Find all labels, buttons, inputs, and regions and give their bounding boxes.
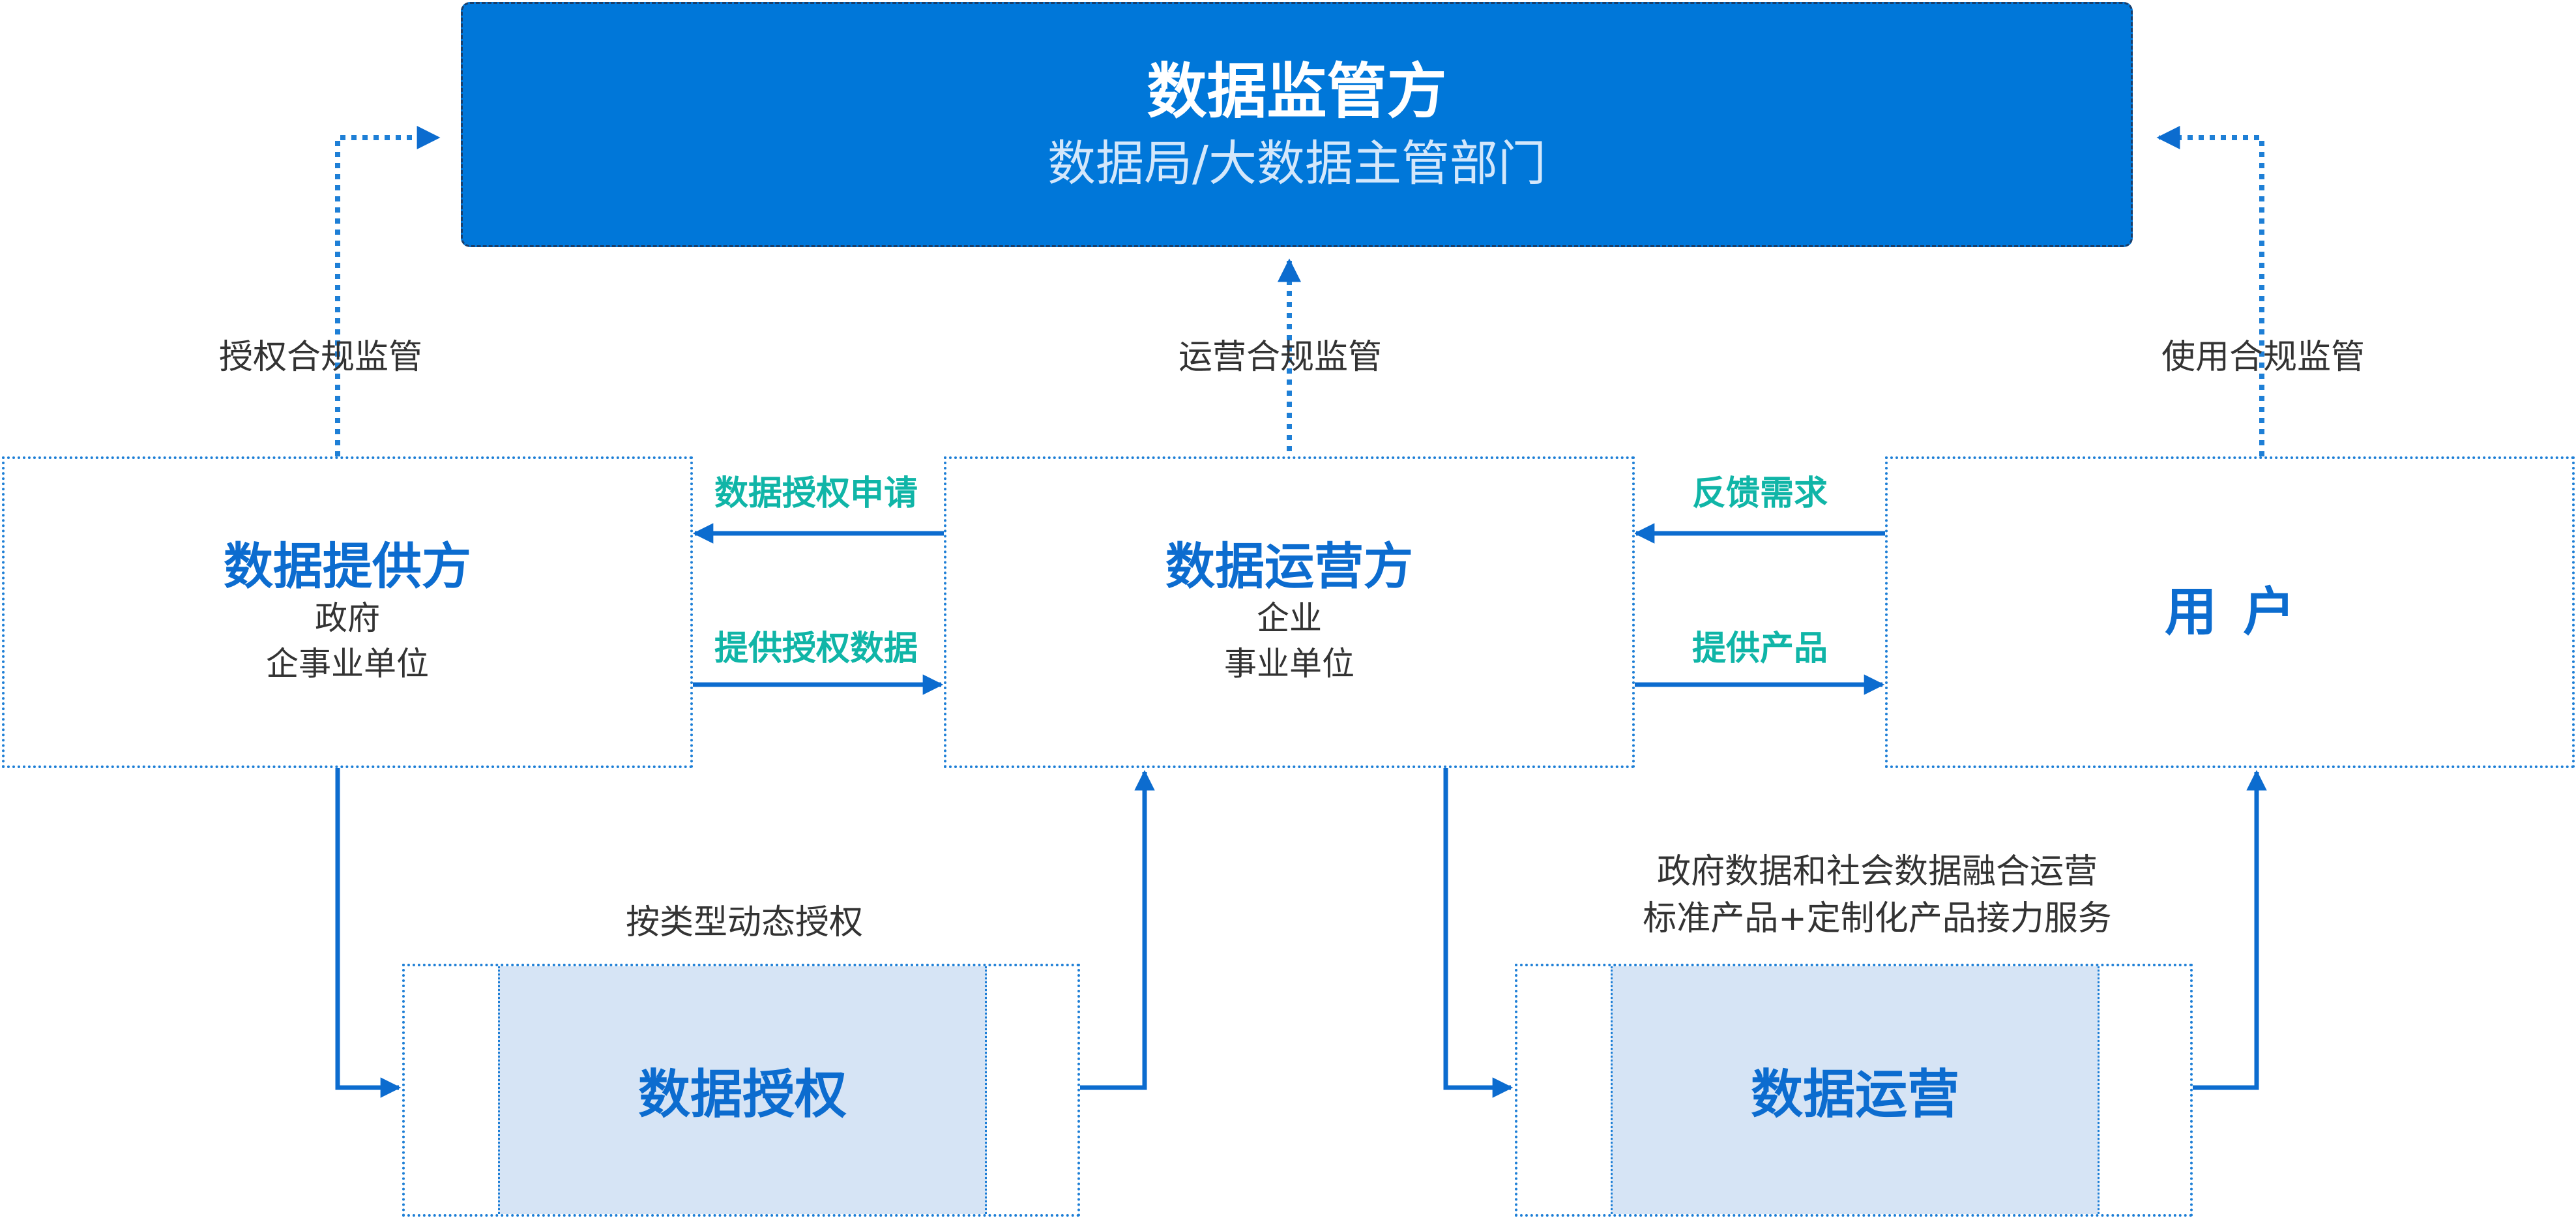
provider-to-auth-arrow [335, 768, 402, 1098]
provider-line2: 企事业单位 [266, 644, 429, 683]
provider-box: 数据提供方 政府 企事业单位 [2, 456, 693, 768]
operator-box: 数据运营方 企业 事业单位 [944, 456, 1635, 768]
supervision-label-middle: 运营合规监管 [1178, 338, 1383, 377]
auth-to-operator-arrow [1080, 769, 1155, 1090]
operation-to-user-arrow [2193, 769, 2267, 1090]
authorization-title: 数据授权 [638, 1064, 847, 1125]
operation-caption-line2: 标准产品+定制化产品接力服务 [1643, 899, 2112, 938]
regulator-box: 数据监管方 数据局/大数据主管部门 [461, 2, 2133, 247]
regulator-title: 数据监管方 [1147, 56, 1447, 126]
operator-line2: 事业单位 [1224, 644, 1354, 683]
operation-box: 数据运营 [1515, 964, 2193, 1217]
operator-title: 数据运营方 [1165, 537, 1413, 596]
operation-title: 数据运营 [1751, 1064, 1959, 1125]
operation-caption-line1: 政府数据和社会数据融合运营 [1656, 852, 2098, 891]
provide-product-label: 提供产品 [1691, 629, 1828, 668]
regulator-subtitle: 数据局/大数据主管部门 [1047, 135, 1546, 192]
provider-title: 数据提供方 [224, 537, 471, 596]
operation-inner: 数据运营 [1611, 966, 2100, 1214]
authorization-inner: 数据授权 [498, 966, 987, 1214]
user-box: 用户 [1885, 456, 2575, 768]
provider-line1: 政府 [315, 599, 380, 637]
authorization-caption: 按类型动态授权 [625, 903, 864, 942]
supervision-label-left: 授权合规监管 [218, 338, 423, 377]
feedback-label: 反馈需求 [1691, 474, 1828, 513]
provide-data-label: 提供授权数据 [714, 629, 918, 668]
authorization-box: 数据授权 [402, 964, 1080, 1217]
auth-request-label: 数据授权申请 [714, 474, 918, 513]
provider-to-regulator-arrow [335, 126, 441, 456]
user-to-regulator-arrow [2156, 126, 2264, 456]
operator-to-operation-arrow [1443, 768, 1514, 1098]
supervision-label-right: 使用合规监管 [2161, 338, 2365, 377]
operator-line1: 企业 [1257, 599, 1322, 637]
user-title: 用户 [2165, 582, 2321, 642]
